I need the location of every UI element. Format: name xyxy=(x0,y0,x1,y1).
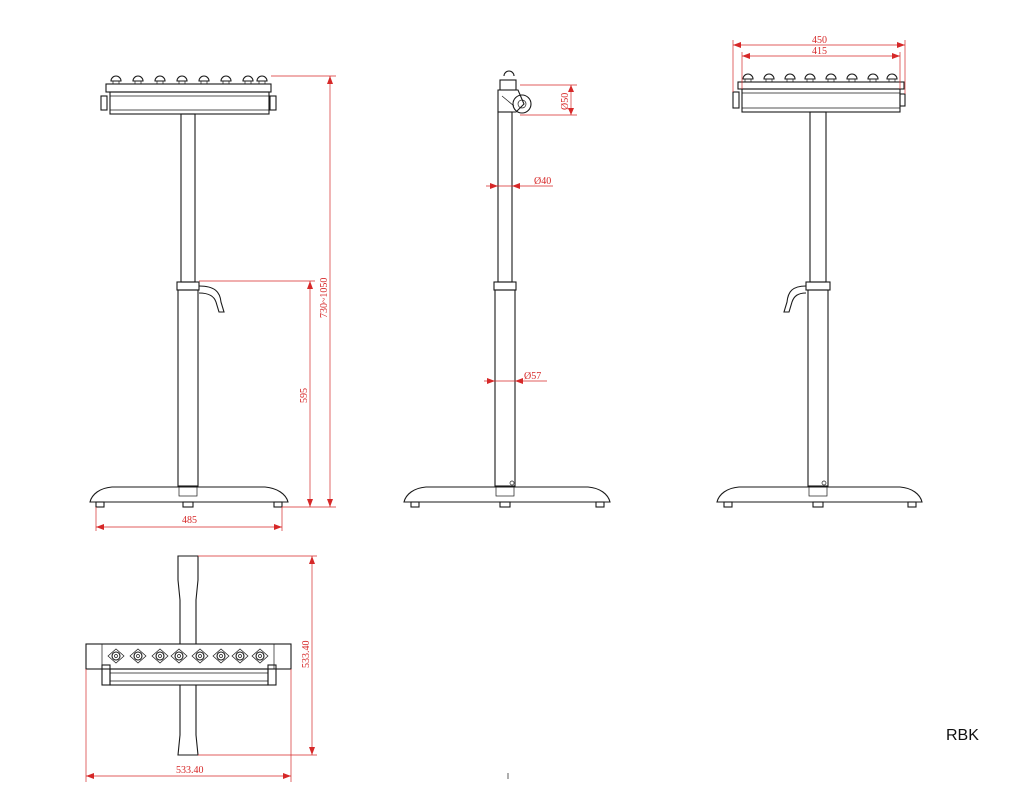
dim-plan-depth: 533.40 xyxy=(301,641,312,669)
rear-roller-wheels xyxy=(742,73,898,83)
dim-base-width: 485 xyxy=(182,515,197,526)
plan-roller-wheels xyxy=(107,648,269,664)
side-view xyxy=(403,70,611,508)
front-view xyxy=(89,75,289,508)
dim-lower-tube-dia: Ø57 xyxy=(524,371,541,382)
dim-roller-width: 415 xyxy=(812,46,827,57)
rear-view xyxy=(716,73,923,508)
plan-dimensions: 533.40 533.40 xyxy=(85,555,317,782)
side-dimensions: Ø50 Ø40 Ø57 xyxy=(484,84,577,384)
dim-overall-width: 450 xyxy=(812,35,827,46)
dim-height-range: 730~1050 xyxy=(319,278,330,318)
plan-view xyxy=(85,555,292,756)
dim-upper-tube-dia: Ø40 xyxy=(534,176,551,187)
front-roller-wheels xyxy=(110,75,268,85)
dim-plan-width: 533.40 xyxy=(176,765,204,776)
front-dimensions: 730~1050 595 485 xyxy=(95,75,336,531)
rear-dimensions: 450 415 xyxy=(732,35,906,94)
dim-roller-dia: Ø50 xyxy=(560,93,571,110)
model-label: RBK xyxy=(946,727,979,744)
dim-lower-height: 595 xyxy=(299,388,310,403)
